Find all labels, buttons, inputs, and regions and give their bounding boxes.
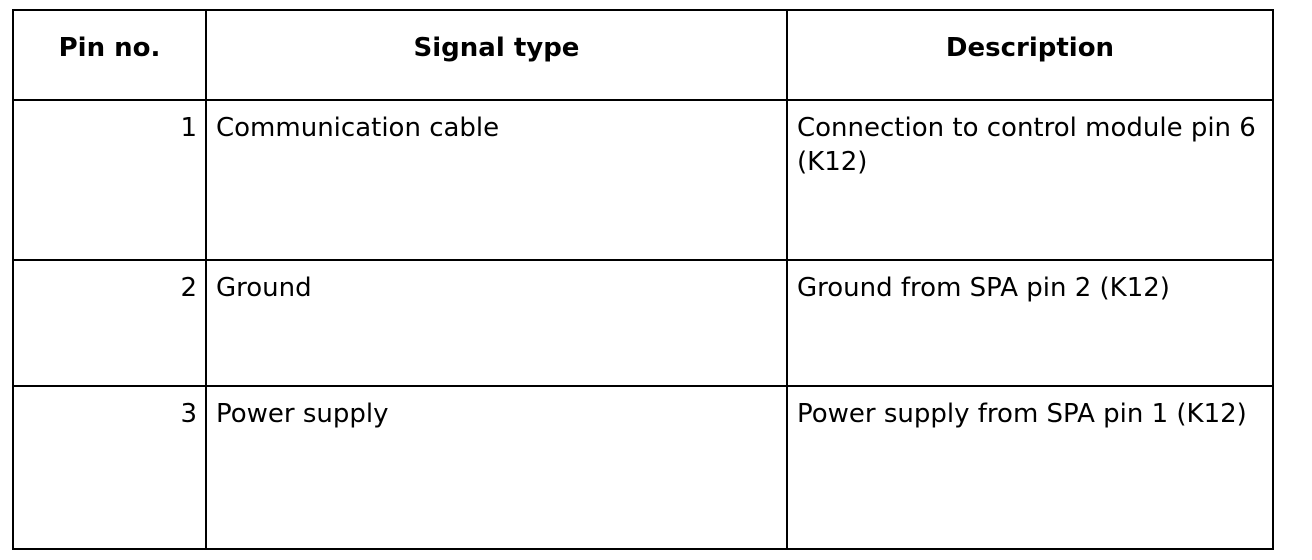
header-description: Description <box>786 9 1274 101</box>
header-pin-no: Pin no. <box>12 9 207 101</box>
signal-type-cell: Ground <box>205 259 788 387</box>
pin-number-cell: 1 <box>12 99 207 261</box>
table-row: 3 Power supply Power supply from SPA pin… <box>12 385 1274 550</box>
description-cell: Connection to control module pin 6 (K12) <box>786 99 1274 261</box>
pin-number-cell: 3 <box>12 385 207 550</box>
signal-type-cell: Communication cable <box>205 99 788 261</box>
table-header-row: Pin no. Signal type Description <box>12 9 1274 101</box>
description-cell: Power supply from SPA pin 1 (K12) <box>786 385 1274 550</box>
description-cell: Ground from SPA pin 2 (K12) <box>786 259 1274 387</box>
pin-number-cell: 2 <box>12 259 207 387</box>
table-row: 2 Ground Ground from SPA pin 2 (K12) <box>12 259 1274 387</box>
signal-type-cell: Power supply <box>205 385 788 550</box>
header-signal-type: Signal type <box>205 9 788 101</box>
table-row: 1 Communication cable Connection to cont… <box>12 99 1274 261</box>
pin-assignment-table: Pin no. Signal type Description 1 Commun… <box>12 9 1274 550</box>
